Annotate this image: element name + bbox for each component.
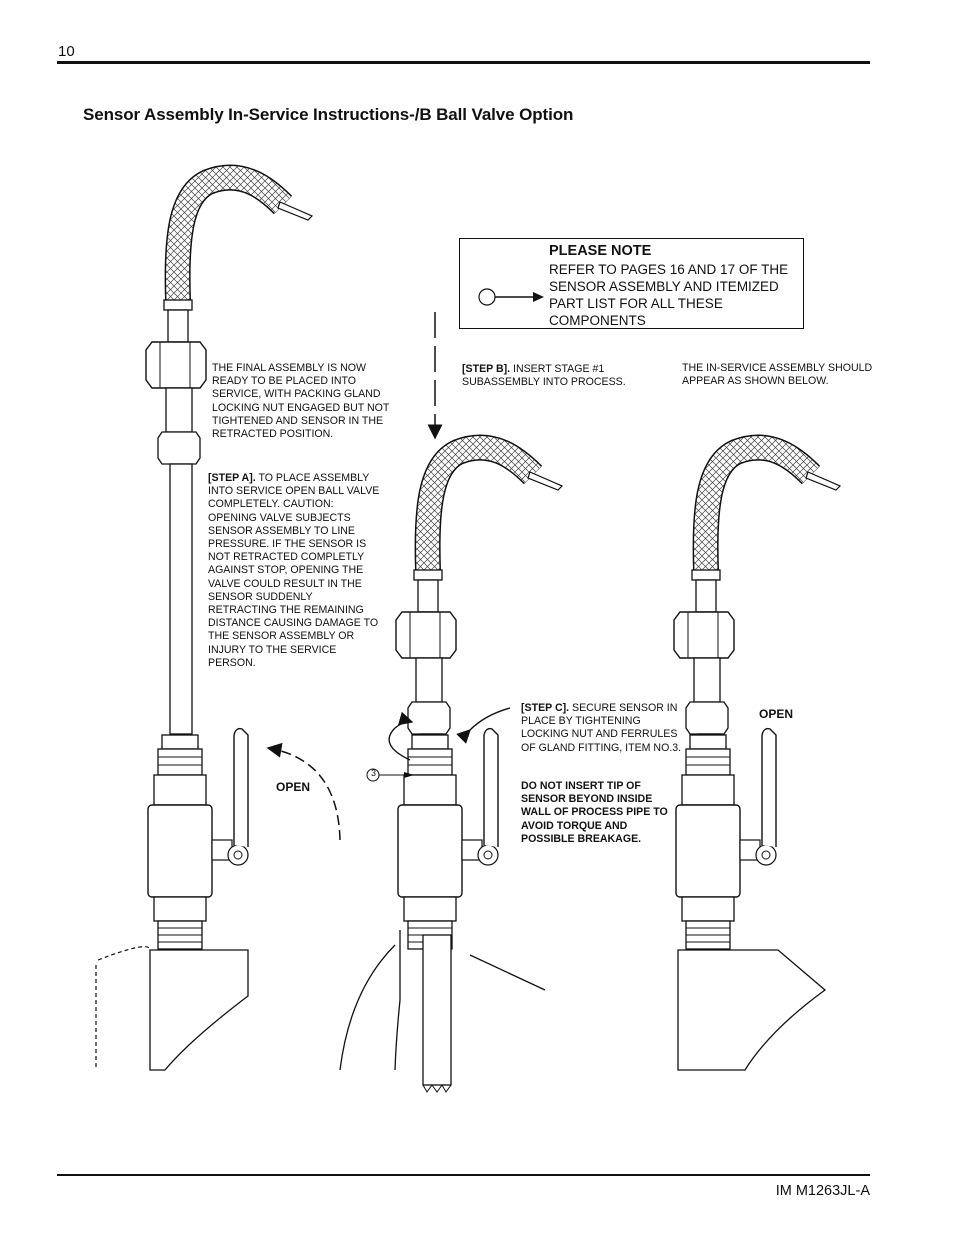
step-a-label: [STEP A].: [208, 472, 256, 484]
step-a-body: TO PLACE ASSEMBLY INTO SERVICE OPEN BALL…: [208, 472, 380, 669]
footer-doc-id: IM M1263JL-A: [775, 1183, 870, 1199]
please-note-box: PLEASE NOTE REFER TO PAGES 16 AND 17 OF …: [459, 238, 804, 329]
footer-rule: [57, 1174, 870, 1176]
page-title: Sensor Assembly In-Service Instructions-…: [83, 105, 574, 124]
in-service-text: THE IN-SERVICE ASSEMBLY SHOULD APPEAR AS…: [682, 362, 873, 388]
step-b-text: [STEP B]. INSERT STAGE #1 SUBASSEMBLY IN…: [462, 363, 642, 389]
step-a-text: [STEP A]. TO PLACE ASSEMBLY INTO SERVICE…: [208, 472, 380, 670]
step-c-text: [STEP C]. SECURE SENSOR IN PLACE BY TIGH…: [521, 702, 685, 755]
step-b-body: INSERT STAGE #1 SUBASSEMBLY INTO PROCESS…: [462, 363, 626, 389]
item-3-callout: 3: [370, 768, 376, 778]
page-number: 10: [58, 43, 75, 60]
step-c-body: SECURE SENSOR IN PLACE BY TIGHTENING LOC…: [521, 702, 682, 754]
open-label-right: OPEN: [759, 707, 794, 721]
please-note-heading: PLEASE NOTE: [549, 243, 652, 259]
final-assembly-text: THE FINAL ASSEMBLY IS NOW READY TO BE PL…: [212, 362, 390, 441]
step-b-label: [STEP B].: [462, 363, 511, 375]
please-note-body: REFER TO PAGES 16 AND 17 OF THE SENSOR A…: [549, 262, 789, 328]
open-label-left: OPEN: [276, 780, 311, 794]
step-c-label: [STEP C].: [521, 702, 570, 714]
header-rule: [57, 61, 870, 64]
step-c-warning: DO NOT INSERT TIP OF SENSOR BEYOND INSID…: [521, 780, 668, 845]
